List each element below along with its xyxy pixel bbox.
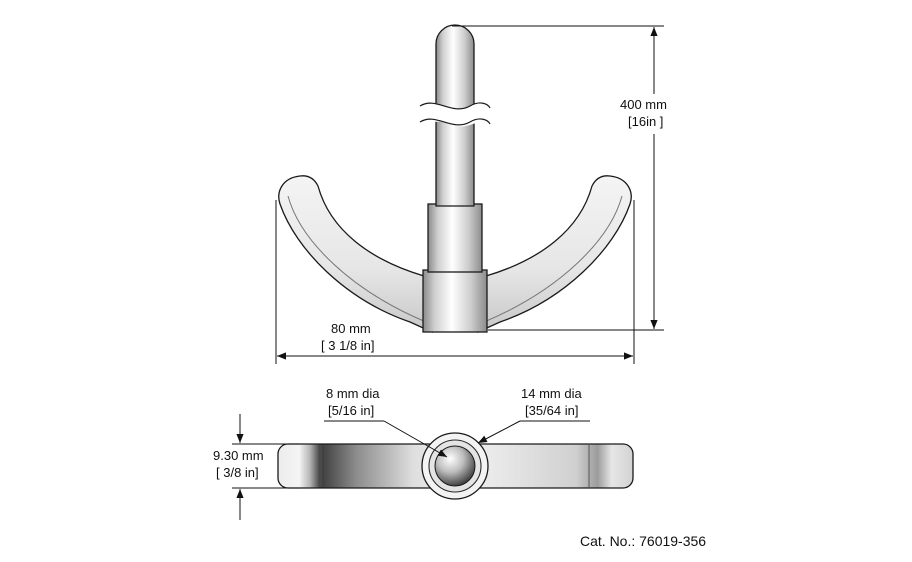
thickness-imperial-label: [ 3/8 in]: [216, 465, 259, 480]
height-imperial-label: [16in ]: [628, 114, 663, 129]
hub-diameter-imperial-label: [35/64 in]: [525, 403, 579, 418]
height-dimension: [452, 25, 666, 331]
front-view: [278, 24, 632, 334]
width-imperial-label: [ 3 1/8 in]: [321, 338, 374, 353]
right-arm-inner-edge: [483, 195, 623, 323]
pin-ball: [434, 445, 476, 487]
hub-diameter-metric-label: 14 mm dia: [521, 386, 582, 401]
side-view: [277, 432, 634, 500]
pin-diameter-imperial-label: [5/16 in]: [328, 403, 374, 418]
break-line-top: [419, 102, 491, 110]
catalog-number: Cat. No.: 76019-356: [580, 533, 706, 549]
width-metric-label: 80 mm: [331, 321, 371, 336]
thickness-metric-label: 9.30 mm: [213, 448, 264, 463]
left-arm: [278, 175, 433, 334]
width-dimension: [275, 200, 635, 364]
right-arm: [477, 175, 632, 334]
pin-diameter-metric-label: 8 mm dia: [326, 386, 380, 401]
pin-diameter-leader: [324, 420, 448, 458]
thickness-dimension: [232, 414, 300, 520]
hub-upper: [427, 203, 483, 273]
break-line-bottom: [419, 118, 491, 126]
hub-lower: [422, 269, 488, 333]
hub-diameter-leader: [477, 420, 590, 444]
left-arm-inner-edge: [287, 195, 427, 323]
height-metric-label: 400 mm: [620, 97, 667, 112]
